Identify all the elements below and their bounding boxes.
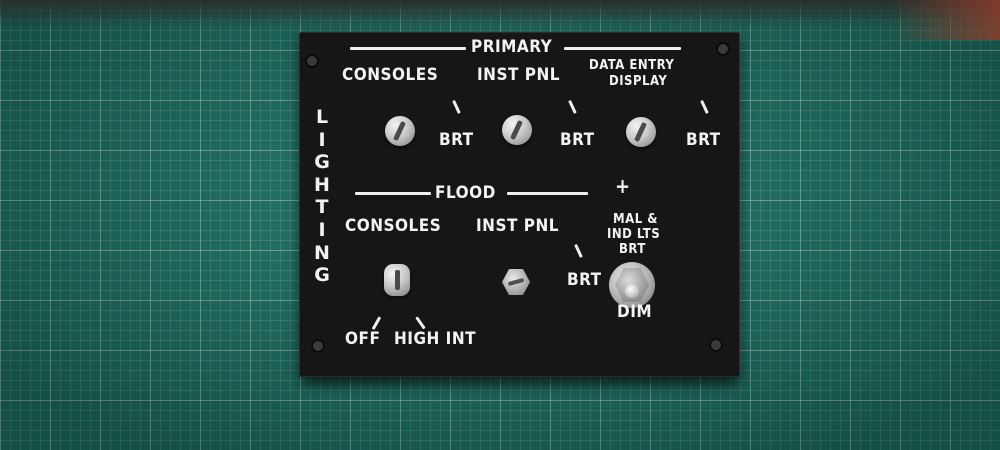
primary-consoles-knob[interactable]: [385, 116, 415, 146]
primary-heading: PRIMARY: [471, 37, 553, 57]
flood-heading: FLOOD: [435, 183, 496, 203]
primary-inst-pnl-label: INST PNL: [477, 65, 561, 85]
flood-high-int-label: HIGH INT: [394, 329, 477, 349]
flood-off-label: OFF: [345, 329, 381, 349]
primary-consoles-label: CONSOLES: [342, 65, 439, 85]
brt-indicator-tick: [452, 100, 461, 114]
flood-rule-right: [507, 192, 588, 195]
primary-consoles-brt-label: BRT: [439, 130, 474, 150]
data-entry-display-knob[interactable]: [626, 117, 656, 147]
mounting-hole-top-left: [305, 54, 319, 68]
primary-rule-left: [350, 47, 466, 50]
mat-top-edge: [0, 0, 1000, 28]
lighting-letter: I: [318, 218, 326, 241]
off-indicator-tick: [371, 316, 381, 330]
lighting-vertical-label: L I G H T I N G: [311, 106, 333, 287]
lighting-letter: G: [314, 151, 330, 174]
flood-consoles-label: CONSOLES: [345, 216, 442, 236]
brt-indicator-tick: [700, 100, 709, 114]
primary-inst-pnl-brt-label: BRT: [560, 130, 595, 150]
flood-consoles-knob[interactable]: [384, 264, 410, 296]
lighting-letter: I: [318, 128, 326, 151]
high-int-indicator-tick: [415, 316, 426, 330]
mal-ind-label-line3: BRT: [619, 242, 646, 257]
mounting-hole-bottom-left: [311, 339, 325, 353]
primary-inst-pnl-knob[interactable]: [502, 115, 532, 145]
mounting-hole-top-right: [716, 42, 730, 56]
data-entry-label-line1: DATA ENTRY: [589, 58, 675, 73]
flood-rule-left: [355, 192, 431, 195]
mal-ind-label-line1: MAL &: [613, 212, 658, 227]
lighting-letter: L: [315, 106, 329, 128]
lighting-letter: T: [315, 196, 329, 219]
brt-indicator-tick: [574, 244, 583, 258]
mounting-hole-bottom-right: [709, 338, 723, 352]
mal-ind-plus-sign: +: [615, 174, 631, 198]
flood-inst-pnl-brt-label: BRT: [567, 270, 602, 290]
mal-ind-dim-label: DIM: [617, 302, 653, 322]
lighting-letter: H: [314, 173, 330, 196]
mat-corner-object: [890, 0, 1000, 40]
data-entry-label-line2: DISPLAY: [609, 74, 668, 89]
lighting-letter: G: [314, 264, 330, 287]
primary-rule-right: [564, 47, 681, 50]
toggle-lever-tip[interactable]: [625, 284, 639, 298]
data-entry-brt-label: BRT: [686, 130, 721, 150]
mal-ind-label-line2: IND LTS: [607, 227, 661, 242]
lighting-letter: N: [314, 241, 330, 264]
brt-indicator-tick: [568, 100, 577, 114]
flood-inst-pnl-knob[interactable]: [502, 269, 530, 295]
flood-inst-pnl-label: INST PNL: [476, 216, 560, 236]
lighting-control-panel: L I G H T I N G PRIMARY CONSOLES INST PN…: [299, 32, 740, 377]
